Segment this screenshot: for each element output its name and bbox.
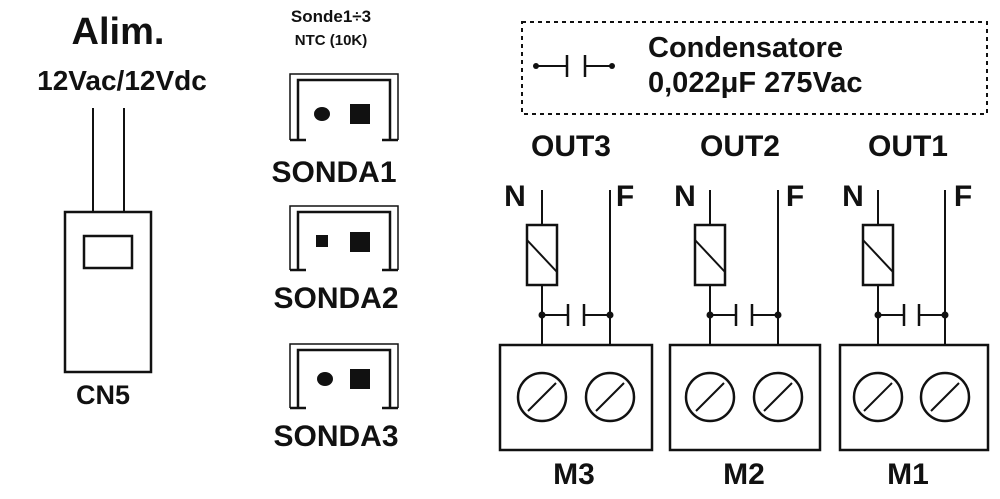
phase-label: F xyxy=(786,180,804,213)
probe-pin-round xyxy=(314,107,330,121)
output-block-out1: OUT1 N F M1 xyxy=(838,130,990,491)
capacitor-legend-name: Condensatore xyxy=(648,32,843,64)
capacitor-legend-value: 0,022μF 275Vac xyxy=(648,67,862,99)
probe-pin-round xyxy=(316,235,328,247)
terminal-screw-icon xyxy=(584,371,636,423)
terminal-label: M3 xyxy=(553,458,595,491)
probe-pin-square xyxy=(350,104,370,124)
output-label: OUT3 xyxy=(531,130,611,163)
power-leads xyxy=(92,108,125,212)
terminal-screw-icon xyxy=(752,371,804,423)
terminal-label: M2 xyxy=(723,458,765,491)
terminal-screw-icon xyxy=(516,371,568,423)
terminal-screw-icon xyxy=(919,371,971,423)
probe-label-2: SONDA2 xyxy=(273,282,398,315)
terminal-block xyxy=(838,343,990,452)
output-block-out3: OUT3 N F M3 xyxy=(498,130,654,491)
probe-connector-1 xyxy=(289,73,399,142)
terminal-block xyxy=(668,343,822,452)
terminal-block xyxy=(498,343,654,452)
capacitor-legend: Condensatore 0,022μF 275Vac xyxy=(521,21,988,115)
probe-connector-2 xyxy=(289,205,399,272)
phase-label: F xyxy=(616,180,634,213)
phase-label: F xyxy=(954,180,972,213)
output-block-out2: OUT2 N F M2 xyxy=(668,130,822,491)
capacitor-symbol-icon xyxy=(533,55,615,77)
terminal-screw-icon xyxy=(852,371,904,423)
terminal-label: M1 xyxy=(887,458,929,491)
power-spec: 12Vac/12Vdc xyxy=(37,65,207,96)
probes-header-line2: NTC (10K) xyxy=(295,32,368,49)
probe-connector-3 xyxy=(289,343,399,410)
cn5-connector xyxy=(63,210,153,374)
probe-label-1: SONDA1 xyxy=(271,156,396,189)
cn5-label: CN5 xyxy=(76,380,130,410)
probe-pin-round xyxy=(317,372,333,386)
capacitor-icon xyxy=(542,304,610,326)
probe-pin-square xyxy=(350,232,370,252)
power-title: Alim. xyxy=(72,11,165,53)
output-label: OUT1 xyxy=(868,130,948,163)
probes-header-line1: Sonde1÷3 xyxy=(291,7,371,26)
probe-pin-square xyxy=(350,369,370,389)
capacitor-icon xyxy=(878,304,945,326)
output-label: OUT2 xyxy=(700,130,780,163)
probe-label-3: SONDA3 xyxy=(273,420,398,453)
terminal-screw-icon xyxy=(684,371,736,423)
neutral-label: N xyxy=(674,180,696,213)
neutral-label: N xyxy=(504,180,526,213)
neutral-label: N xyxy=(842,180,864,213)
capacitor-icon xyxy=(710,304,778,326)
